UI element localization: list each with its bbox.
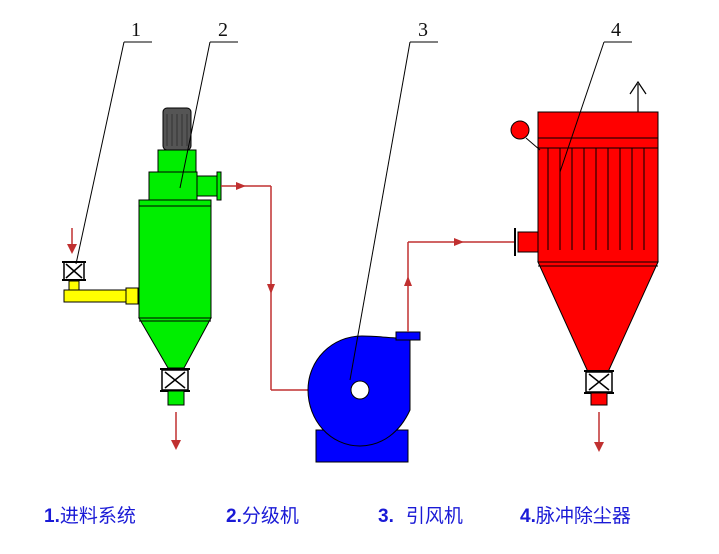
arrow-down-icon	[171, 440, 181, 450]
legend-label: 引风机	[405, 505, 463, 527]
legend-label: 脉冲除尘器	[535, 505, 631, 527]
callout-2: 2	[218, 19, 228, 41]
legend-number: 3.	[378, 506, 394, 527]
arrow-right-icon	[236, 182, 246, 190]
legend-item-classifier: 2.分级机	[226, 502, 299, 530]
legend-item-feed-system: 1.进料系统	[44, 502, 136, 530]
induced-draft-fan	[307, 331, 421, 463]
legend-number: 2.	[226, 506, 242, 527]
callout-leaders	[75, 41, 632, 381]
legend-number: 1.	[44, 506, 60, 527]
callout-3: 3	[418, 19, 428, 41]
feed-pipe	[63, 280, 139, 305]
valve-icon	[584, 370, 614, 394]
classifier	[138, 107, 222, 450]
legend-item-fan: 3. 引风机	[378, 502, 463, 530]
pulse-dust-collector	[510, 80, 659, 452]
legend-label: 分级机	[241, 505, 299, 527]
valve-icon	[160, 368, 190, 392]
arrow-right-icon	[454, 238, 464, 246]
arrow-down-icon	[594, 442, 604, 452]
valve-icon	[62, 261, 86, 281]
callout-4: 4	[611, 19, 621, 41]
feed-system	[62, 228, 139, 305]
arrow-down-icon	[267, 284, 275, 294]
legend-item-dust-collector: 4.脉冲除尘器	[520, 502, 631, 530]
legend-number: 4.	[520, 506, 536, 527]
arrow-down-icon	[67, 244, 77, 254]
legend-label: 进料系统	[59, 505, 136, 527]
motor-icon	[162, 107, 192, 151]
callout-1: 1	[131, 19, 141, 41]
arrow-up-icon	[404, 276, 412, 286]
exhaust-arrow-icon	[629, 80, 647, 112]
pipe-fan-to-collector	[404, 238, 515, 332]
